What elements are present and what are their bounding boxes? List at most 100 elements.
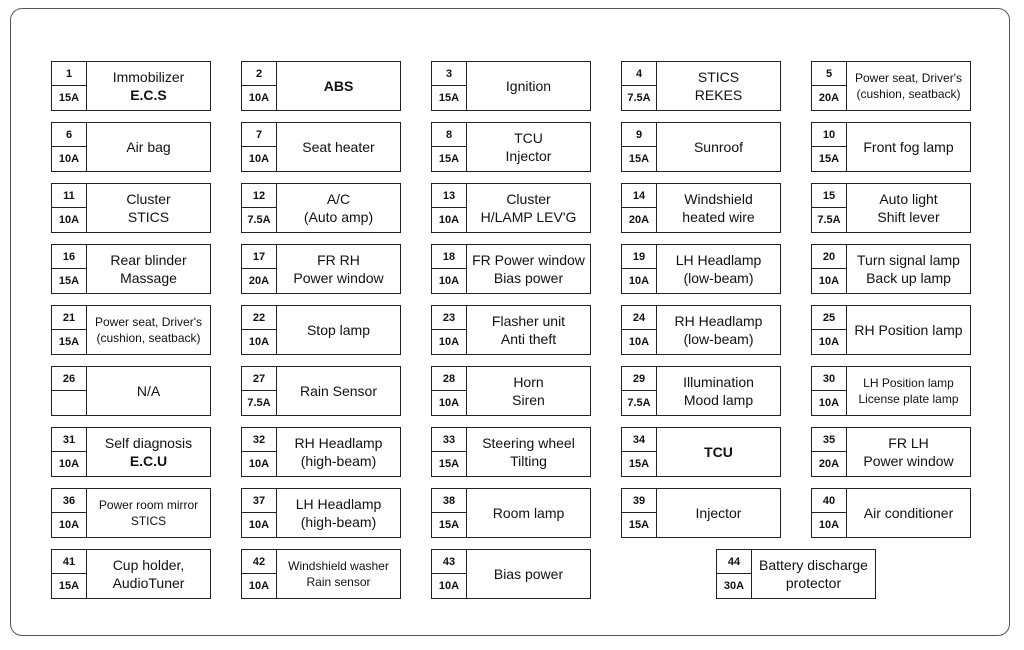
fuse-circuit-line: Flasher unit: [491, 313, 566, 329]
fuse-amperage: 7.5A: [247, 397, 271, 409]
fuse-circuit-label: Power seat, Driver's(cushion, seatback): [87, 306, 210, 354]
fuse-circuit-line: LH Headlamp: [295, 496, 382, 512]
fuse-number: 8: [432, 123, 466, 147]
fuse-circuit-label: LH Headlamp(low-beam): [657, 245, 780, 293]
fuse-circuit-label: RH Headlamp(low-beam): [657, 306, 780, 354]
fuse-amperage: 15A: [58, 336, 80, 348]
fuse-circuit-line: Immobilizer: [112, 69, 185, 85]
fuse-circuit-line: Bias power: [493, 566, 564, 582]
fuse-circuit-line: Power window: [293, 270, 384, 286]
fuse-circuit-line: Illumination: [683, 374, 754, 390]
fuse-circuit-line: Horn: [513, 374, 544, 390]
fuse-circuit-label: ABS: [277, 62, 400, 110]
fuse-number: 19: [622, 245, 656, 269]
fuse-amperage: 15A: [628, 153, 650, 165]
fuse-number: 26: [52, 367, 86, 391]
fuse-number: 23: [432, 306, 466, 330]
fuse-circuit-line: Air conditioner: [863, 505, 954, 521]
fuse-circuit-line: (Auto amp): [303, 209, 374, 225]
fuse-amperage: 10A: [58, 214, 80, 226]
fuse-amperage: 7.5A: [247, 214, 271, 226]
fuse-circuit-line: Self diagnosis: [104, 435, 193, 451]
fuse-circuit-label: Bias power: [467, 550, 590, 598]
fuse-circuit-line: FR LH: [888, 435, 929, 451]
fuse-amperage: 10A: [58, 458, 80, 470]
fuse-amperage: 15A: [438, 153, 460, 165]
fuse-circuit-label: FR RH Power window: [277, 245, 400, 293]
fuse-number: 28: [432, 367, 466, 391]
fuse-panel-frame: [10, 8, 1010, 636]
fuse-circuit-line: Front fog lamp: [863, 139, 954, 155]
fuse-id-cell: 9 15A: [622, 123, 657, 171]
fuse-circuit-line: AudioTuner: [112, 575, 185, 591]
fuse-circuit-line: N/A: [136, 383, 161, 399]
fuse-circuit-line: Ignition: [505, 78, 552, 94]
fuse-circuit-label: LH Headlamp (high-beam): [277, 489, 400, 537]
fuse-number: 5: [812, 62, 846, 86]
fuse-id-cell: 27 7.5A: [242, 367, 277, 415]
fuse-circuit-line: FR RH: [317, 252, 360, 268]
fuse-number: 21: [52, 306, 86, 330]
fuse-amperage: 30A: [723, 580, 745, 592]
fuse-amperage: 15A: [438, 458, 460, 470]
fuse-number: 29: [622, 367, 656, 391]
fuse-number: 22: [242, 306, 276, 330]
fuse-number: 32: [242, 428, 276, 452]
fuse-amperage: 10A: [58, 519, 80, 531]
fuse-circuit-line: A/C: [326, 191, 351, 207]
fuse-number: 35: [812, 428, 846, 452]
fuse-number: 9: [622, 123, 656, 147]
fuse-circuit-line: Battery discharge: [759, 557, 868, 573]
fuse-amperage: [52, 391, 86, 415]
fuse-circuit-label: Stop lamp: [277, 306, 400, 354]
fuse-circuit-line: (high-beam): [300, 514, 377, 530]
fuse-circuit-line: Stop lamp: [306, 322, 371, 338]
fuse-circuit-label: RH Headlamp(high-beam): [277, 428, 400, 476]
fuse-number: 10: [812, 123, 846, 147]
fuse-circuit-label: RH Position lamp: [847, 306, 970, 354]
fuse-circuit-line: Injector: [505, 148, 552, 164]
fuse-circuit-line: STICS: [127, 209, 170, 225]
fuse-circuit-line: RH Headlamp: [294, 435, 383, 451]
fuse-amperage: 10A: [438, 275, 460, 287]
fuse-number: 27: [242, 367, 276, 391]
fuse-circuit-label: Room lamp: [467, 489, 590, 537]
fuse-id-cell: 21 15A: [52, 306, 87, 354]
fuse-number: 16: [52, 245, 86, 269]
